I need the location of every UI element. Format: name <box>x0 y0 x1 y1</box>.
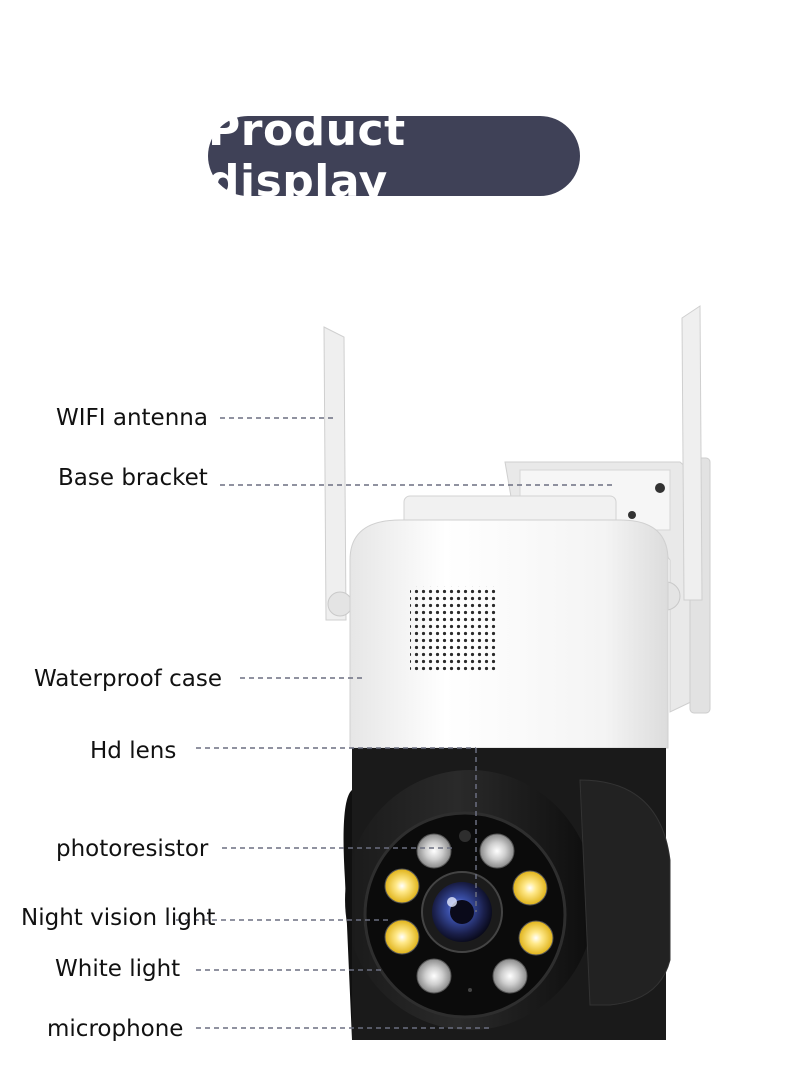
night-vision-leds <box>384 868 554 956</box>
white-light-leds <box>416 833 528 994</box>
wifi-antenna-left <box>323 326 353 621</box>
label-waterproof-case: Waterproof case <box>34 666 222 692</box>
microphone-hole <box>468 988 472 992</box>
label-hd-lens: Hd lens <box>90 738 177 764</box>
label-microphone: microphone <box>47 1016 184 1042</box>
photoresistor-sensor <box>459 830 471 842</box>
label-white-light: White light <box>55 956 181 982</box>
waterproof-case <box>349 495 669 749</box>
label-base-bracket: Base bracket <box>58 465 208 491</box>
leader-lines <box>176 417 612 1029</box>
label-night-vision-light: Night vision light <box>21 905 216 931</box>
label-photoresistor: photoresistor <box>56 836 209 862</box>
hd-lens <box>421 871 503 953</box>
speaker-grille <box>410 586 498 672</box>
label-wifi-antenna: WIFI antenna <box>56 405 208 431</box>
